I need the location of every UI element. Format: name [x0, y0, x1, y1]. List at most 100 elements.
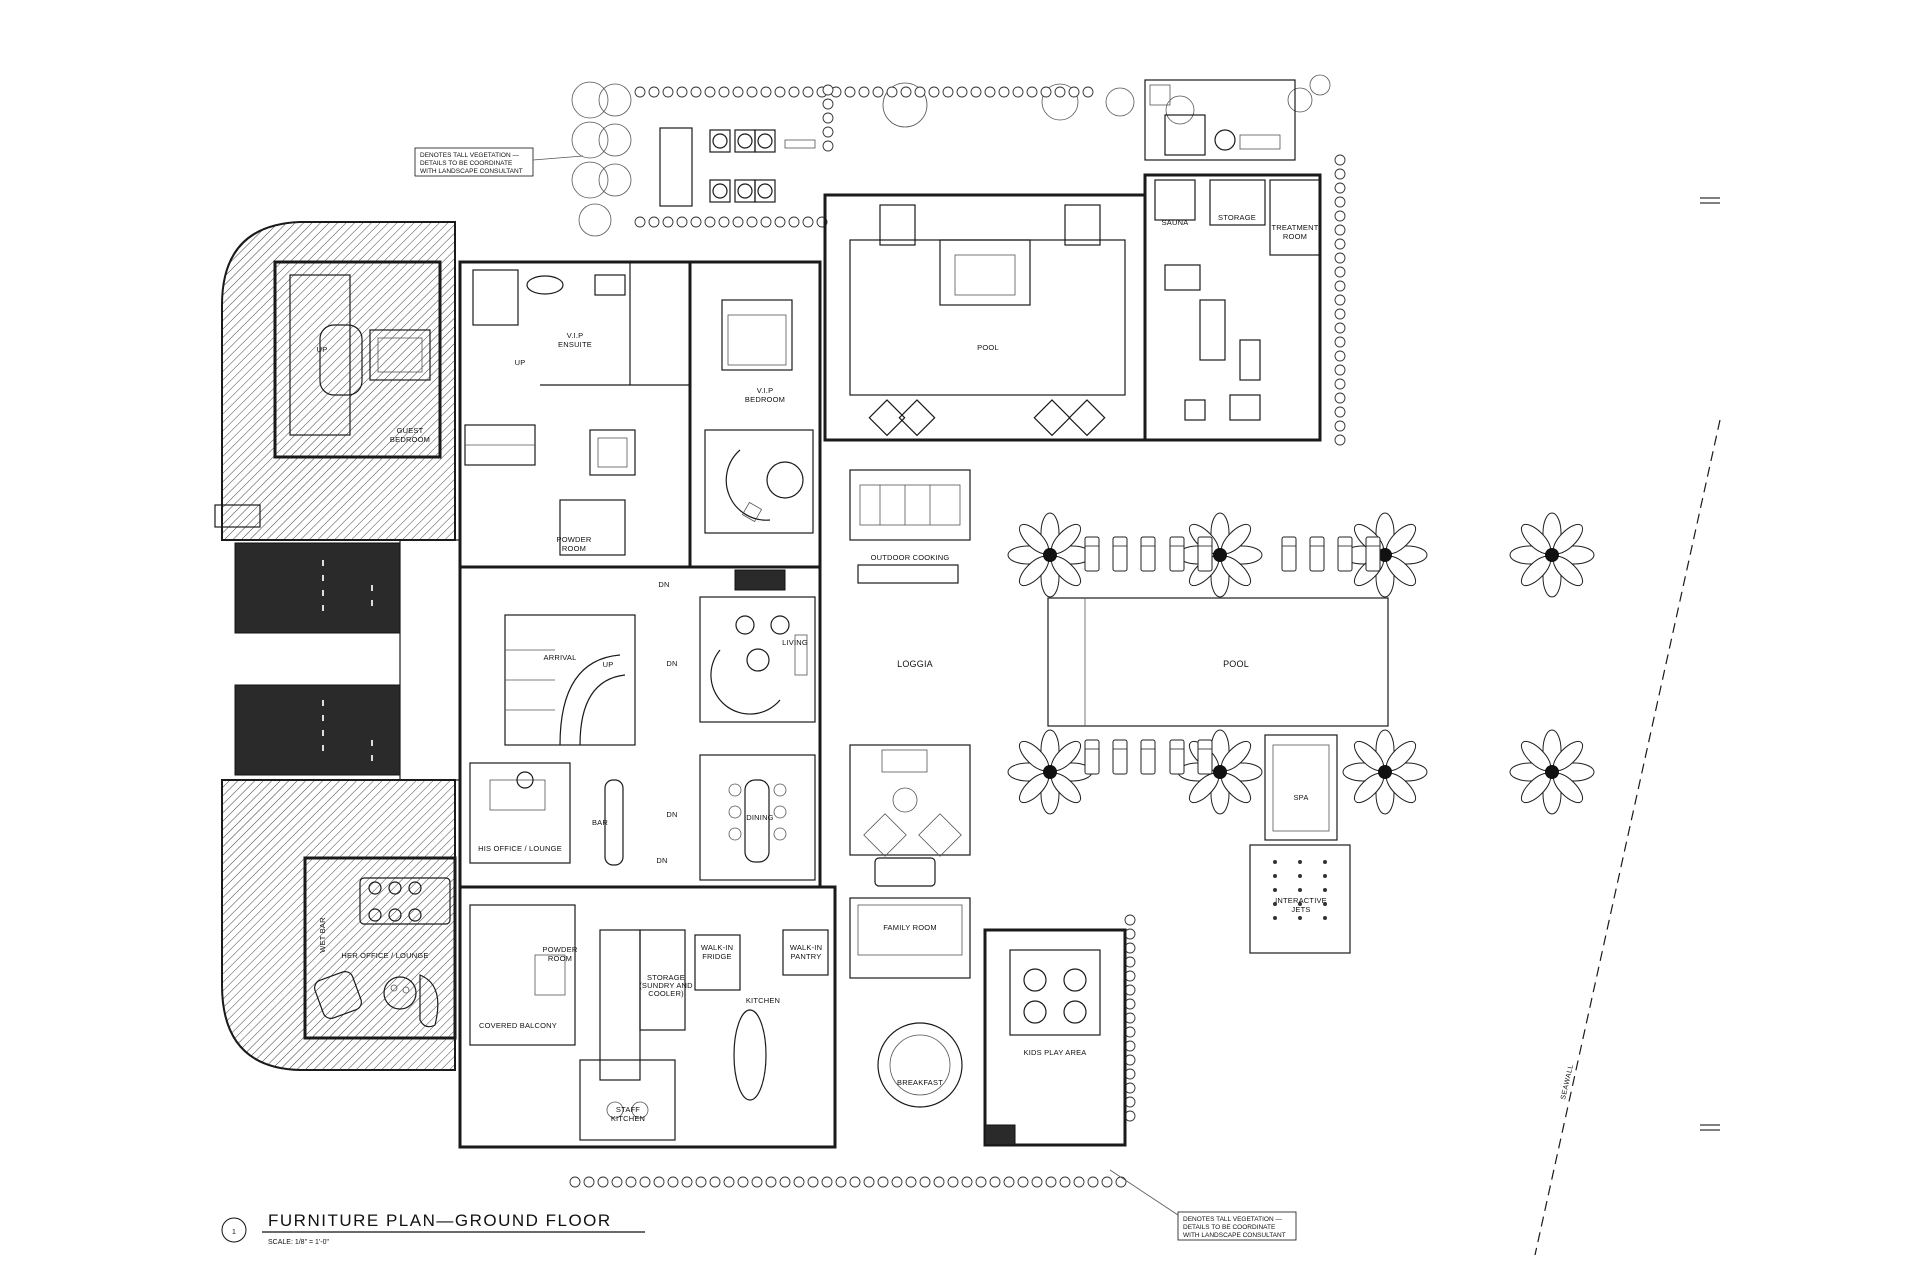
palm-tree-5	[1007, 729, 1093, 815]
hedge-lower-6	[704, 216, 716, 228]
hedge-top-7	[718, 86, 730, 98]
seawall-line	[1534, 419, 1721, 1256]
hedge-bottom-21	[849, 1176, 861, 1188]
jet-dot	[1273, 916, 1277, 920]
hedge-bottom-28	[947, 1176, 959, 1188]
lounger-bottom-2	[1112, 739, 1128, 775]
top-note-line-2: DETAILS TO BE COORDINATE	[420, 160, 513, 167]
hedge-right-17	[1334, 378, 1346, 390]
label-guest-bedroom-2: BEDROOM	[390, 435, 430, 444]
hedge-bottom-32	[1003, 1176, 1015, 1188]
palm-tree-8	[1509, 729, 1595, 815]
label-pool-upper: POOL	[977, 343, 999, 352]
stair-dn-3: DN	[666, 810, 677, 819]
hedge-lower-13	[802, 216, 814, 228]
hedge-right-19	[1334, 406, 1346, 418]
palm-tree-1	[1007, 512, 1093, 598]
bottom-vegetation-note: DENOTES TALL VEGETATION — DETAILS TO BE …	[1109, 1169, 1297, 1241]
drawing-title: FURNITURE PLAN—GROUND FLOOR	[268, 1211, 612, 1230]
bottom-note-line-3: WITH LANDSCAPE CONSULTANT	[1183, 1232, 1286, 1239]
garage-bay-upper	[234, 542, 401, 634]
label-powder-room-upper-1: POWDER	[557, 535, 592, 544]
jet-dot	[1298, 916, 1302, 920]
lounger-top-2	[1112, 536, 1128, 572]
jet-dot	[1298, 902, 1302, 906]
top-vegetation-note: DENOTES TALL VEGETATION — DETAILS TO BE …	[414, 147, 584, 177]
hedge-top-19	[886, 86, 898, 98]
jet-dot	[1273, 874, 1277, 878]
hedge-dots	[569, 84, 1346, 1188]
hedge-bottom-38	[1087, 1176, 1099, 1188]
hedge-right-6	[1334, 224, 1346, 236]
lounger-bottom-4	[1169, 739, 1185, 775]
hedge-bottom-11	[709, 1176, 721, 1188]
hedge-bottom-33	[1017, 1176, 1029, 1188]
hedge-right-15	[1334, 350, 1346, 362]
label-his-office: HIS OFFICE / LOUNGE	[478, 844, 562, 853]
stair-up-arrival: UP	[603, 660, 614, 669]
hedge-bottom-36	[1059, 1176, 1071, 1188]
hedge-right-4	[1334, 196, 1346, 208]
hedge-bottom-9	[681, 1176, 693, 1188]
label-staff-kitchen-1: STAFF	[616, 1105, 640, 1114]
loggia-area	[849, 469, 971, 1108]
hedge-bottom-17	[793, 1176, 805, 1188]
label-dining: DINING	[746, 813, 773, 822]
garage-side	[399, 539, 461, 781]
hedge-bottom-2	[583, 1176, 595, 1188]
hedge-top-17	[858, 86, 870, 98]
hedge-top-22	[928, 86, 940, 98]
hedge-bottom-40	[1115, 1176, 1127, 1188]
hedge-bottom-20	[835, 1176, 847, 1188]
hedge-bottom-15	[765, 1176, 777, 1188]
detail-number: 1	[232, 1229, 236, 1236]
hedge-lower-9	[746, 216, 758, 228]
label-interactive-jets-2: JETS	[1291, 905, 1310, 914]
hedge-top-27	[998, 86, 1010, 98]
main-house	[458, 260, 837, 1149]
bottom-note-line-1: DENOTES TALL VEGETATION —	[1183, 1216, 1282, 1223]
hedge-lower-4	[676, 216, 688, 228]
palm-tree-6	[1177, 729, 1263, 815]
lounger-top-3	[1140, 536, 1156, 572]
hedge-bottom-13	[737, 1176, 749, 1188]
hedge-mid-2	[822, 98, 834, 110]
hedge-top-9	[746, 86, 758, 98]
hedge-bottom-7	[653, 1176, 665, 1188]
stair-dn-1: DN	[658, 580, 669, 589]
label-covered-balcony: COVERED BALCONY	[479, 1021, 557, 1030]
label-powder-room-lower-2: ROOM	[548, 954, 572, 963]
hedge-right-3	[1334, 182, 1346, 194]
hedge-top-31	[1054, 86, 1066, 98]
jet-dot	[1298, 888, 1302, 892]
hedge-top-10	[760, 86, 772, 98]
hedge-bottom-10	[695, 1176, 707, 1188]
label-sauna: SAUNA	[1162, 218, 1189, 227]
stair-dn-4: DN	[656, 856, 667, 865]
jet-dot	[1273, 902, 1277, 906]
palm-tree-2	[1177, 512, 1263, 598]
hedge-top-18	[872, 86, 884, 98]
label-powder-room-upper-2: ROOM	[562, 544, 586, 553]
hedge-mid-5	[822, 140, 834, 152]
lounger-top-4	[1169, 536, 1185, 572]
hedge-top-29	[1026, 86, 1038, 98]
label-storage-kitchen-1: STORAGE	[647, 973, 685, 982]
hedge-mid-1	[822, 84, 834, 96]
label-treatment-room-2: ROOM	[1283, 232, 1307, 241]
hedge-lower-8	[732, 216, 744, 228]
label-living: LIVING	[782, 638, 808, 647]
hedge-right-5	[1334, 210, 1346, 222]
hedge-bottom-14	[751, 1176, 763, 1188]
hedge-bottom-34	[1031, 1176, 1043, 1188]
stair-dn-2: DN	[666, 659, 677, 668]
hedge-bottom-6	[639, 1176, 651, 1188]
hedge-top-33	[1082, 86, 1094, 98]
label-storage-upper: STORAGE	[1218, 213, 1256, 222]
stair-labels: UP UP UP DN DN DN DN	[317, 345, 678, 865]
label-outdoor-cooking: OUTDOOR COOKING	[871, 553, 950, 562]
label-walk-in-pantry-2: PANTRY	[791, 952, 822, 961]
hedge-top-25	[970, 86, 982, 98]
jet-dots	[1273, 860, 1327, 920]
